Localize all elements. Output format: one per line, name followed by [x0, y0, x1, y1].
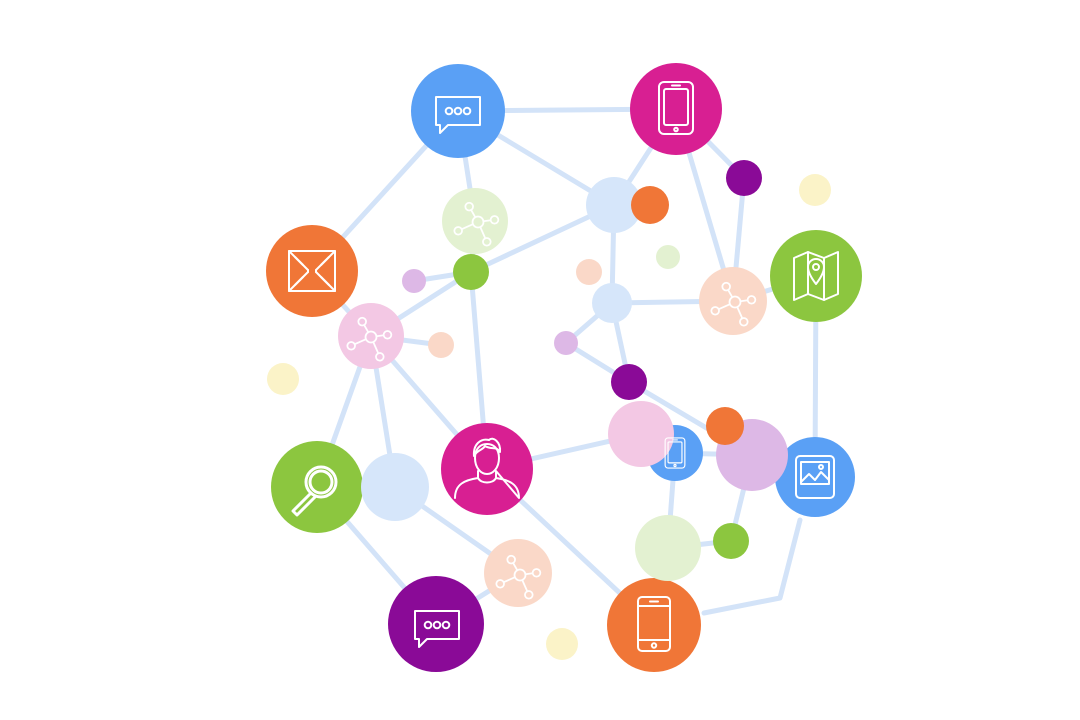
user-avatar-icon — [454, 437, 520, 499]
tablet-icon — [664, 437, 686, 469]
node-pale-pink-big — [608, 401, 674, 467]
node-peach-a — [428, 332, 454, 358]
node-hub-pink — [338, 303, 404, 369]
node-purple-a — [726, 160, 762, 196]
smartphone-icon — [637, 596, 671, 652]
node-tablet-top — [630, 63, 722, 155]
tablet-icon — [658, 81, 694, 135]
magnifier-icon — [291, 465, 338, 517]
node-pale-blue-b — [592, 283, 632, 323]
node-hub-peach-right — [699, 267, 767, 335]
node-email — [266, 225, 358, 317]
node-pale-green-big — [635, 515, 701, 581]
picture-icon — [795, 455, 835, 499]
map-pin-icon — [793, 251, 839, 301]
network-hub-icon — [495, 554, 542, 600]
node-pale-blue-a — [586, 177, 642, 233]
node-map — [770, 230, 862, 322]
node-lavender-a — [402, 269, 426, 293]
icon-layer — [288, 81, 839, 652]
node-orange-a — [631, 186, 669, 224]
node-green-a — [453, 254, 489, 290]
network-hub-icon — [346, 316, 393, 362]
network-hub-icon — [453, 201, 500, 247]
speech-bubble-icon — [414, 610, 460, 648]
node-user — [441, 423, 533, 515]
node-peach-b — [576, 259, 602, 285]
node-chat-bottom — [388, 576, 484, 672]
node-layer — [266, 63, 862, 672]
envelope-icon — [288, 250, 336, 292]
node-phone-bottom — [607, 578, 701, 672]
node-yellow-a — [799, 174, 831, 206]
node-search — [271, 441, 363, 533]
edge-image-to-phone-bottom — [701, 517, 803, 616]
node-pale-blue-c — [361, 453, 429, 521]
node-chat-top — [411, 64, 505, 158]
network-hub-icon — [710, 281, 757, 327]
node-pale-green-small — [656, 245, 680, 269]
node-orange-b — [706, 407, 744, 445]
node-yellow-b — [267, 363, 299, 395]
node-lavender-b — [554, 331, 578, 355]
node-green-b — [713, 523, 749, 559]
node-image — [775, 437, 855, 517]
node-hub-green — [442, 188, 508, 254]
node-purple-b — [611, 364, 647, 400]
speech-bubble-icon — [435, 96, 481, 134]
node-hub-peach-bottom — [484, 539, 552, 607]
node-yellow-c — [546, 628, 578, 660]
